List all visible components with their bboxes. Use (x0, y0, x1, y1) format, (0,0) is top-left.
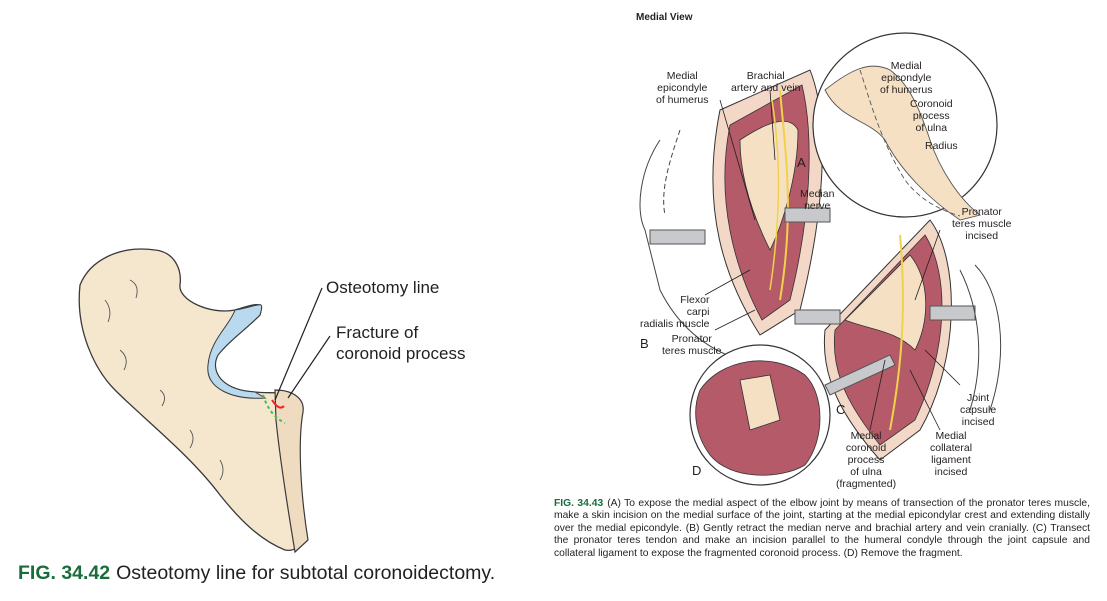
ulna-illustration (78, 248, 331, 554)
label-radius: Radius (925, 140, 958, 152)
panel-letter-b: B (640, 336, 649, 351)
panel-letter-d: D (692, 463, 702, 478)
panel-letter-a: A (797, 155, 806, 170)
panel-letter-c: C (836, 402, 846, 417)
figure-43-number: FIG. 34.43 (554, 498, 604, 509)
surgical-illustration (639, 32, 1002, 486)
fracture-label-line1: Fracture of (336, 323, 419, 342)
figure-43-caption: FIG. 34.43(A) To expose the medial aspec… (554, 498, 1090, 560)
osteotomy-line-label: Osteotomy line (326, 278, 440, 297)
figure-42-number: FIG. 34.42 (18, 562, 111, 584)
figure-43-caption-text: (A) To expose the medial aspect of the e… (554, 498, 1090, 559)
medial-view-title: Medial View (636, 12, 693, 23)
fracture-label-line2: coronoid process (336, 344, 466, 363)
figure-42-caption-text: Osteotomy line for subtotal coronoidecto… (116, 562, 496, 584)
